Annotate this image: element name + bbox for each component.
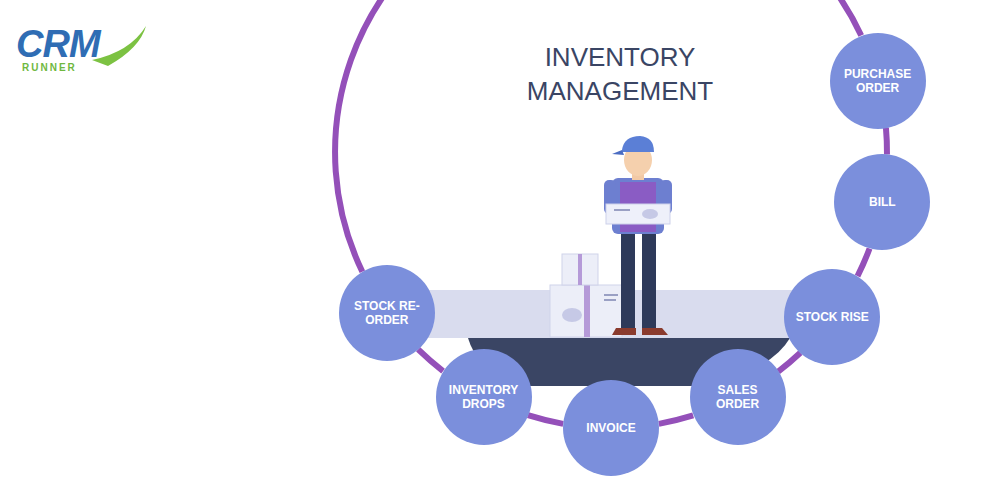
step-circle: STOCK RISE [784, 269, 880, 365]
logo-text: CRM [16, 24, 100, 64]
step-label: STOCK RISE [790, 310, 874, 324]
box [562, 254, 598, 285]
step-circle: SALES ORDER [690, 349, 786, 445]
cap [622, 136, 654, 152]
step-label: SALES ORDER [696, 383, 780, 411]
step-label: STOCK RE-ORDER [345, 299, 429, 327]
step-label: BILL [840, 195, 924, 209]
ring-connector [858, 249, 870, 277]
shoe [642, 328, 668, 335]
ring-connector [659, 415, 693, 423]
shoe [612, 328, 636, 335]
logo-swoosh [92, 26, 146, 66]
box-line [604, 294, 618, 296]
box-line [614, 209, 630, 211]
step-circle: STOCK RE-ORDER [339, 265, 435, 361]
box-mark [562, 308, 582, 322]
step-circle: INVOICE [563, 380, 659, 476]
box [550, 285, 622, 337]
step-circle: PURCHASE ORDER [830, 33, 926, 129]
tape [578, 254, 582, 285]
held-box [606, 204, 670, 224]
ring-connector [335, 0, 861, 272]
step-label: INVENTORY DROPS [442, 383, 526, 411]
box-mark [642, 209, 658, 219]
box-line [604, 299, 616, 301]
step-label: INVOICE [569, 421, 653, 435]
step-circle: INVENTORY DROPS [436, 349, 532, 445]
leg [621, 228, 635, 328]
diagram-title: INVENTORY MANAGEMENT [515, 40, 725, 108]
tape [584, 285, 590, 337]
step-label: PURCHASE ORDER [836, 67, 920, 95]
step-circle: BILL [834, 154, 930, 250]
ring-connector [528, 415, 563, 424]
ring-connector [778, 353, 800, 372]
ring-connector [886, 128, 887, 155]
logo-subtext: RUNNER [22, 62, 77, 74]
leg [642, 228, 656, 328]
cap-brim [612, 150, 624, 155]
ring-connector [418, 349, 443, 371]
